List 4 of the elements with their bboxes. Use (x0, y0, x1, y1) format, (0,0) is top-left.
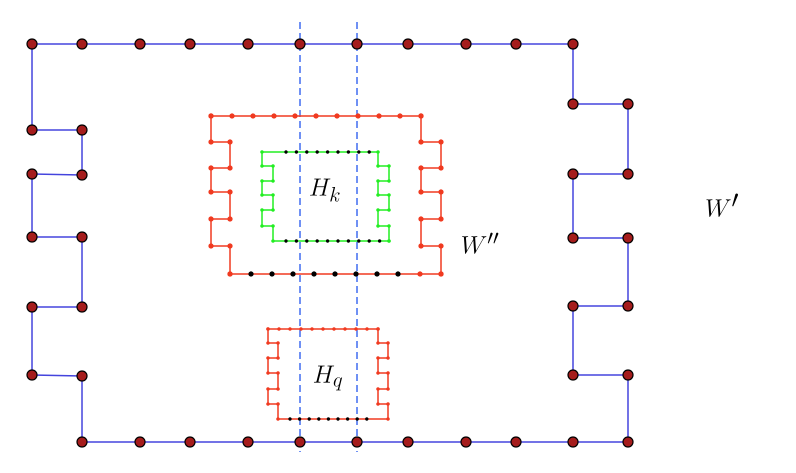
math-label: $H_k$ (310, 178, 340, 202)
math-label: $W''$ (462, 232, 498, 254)
math-label: $W'$ (706, 193, 738, 217)
math-label: $H_q$ (314, 366, 342, 390)
